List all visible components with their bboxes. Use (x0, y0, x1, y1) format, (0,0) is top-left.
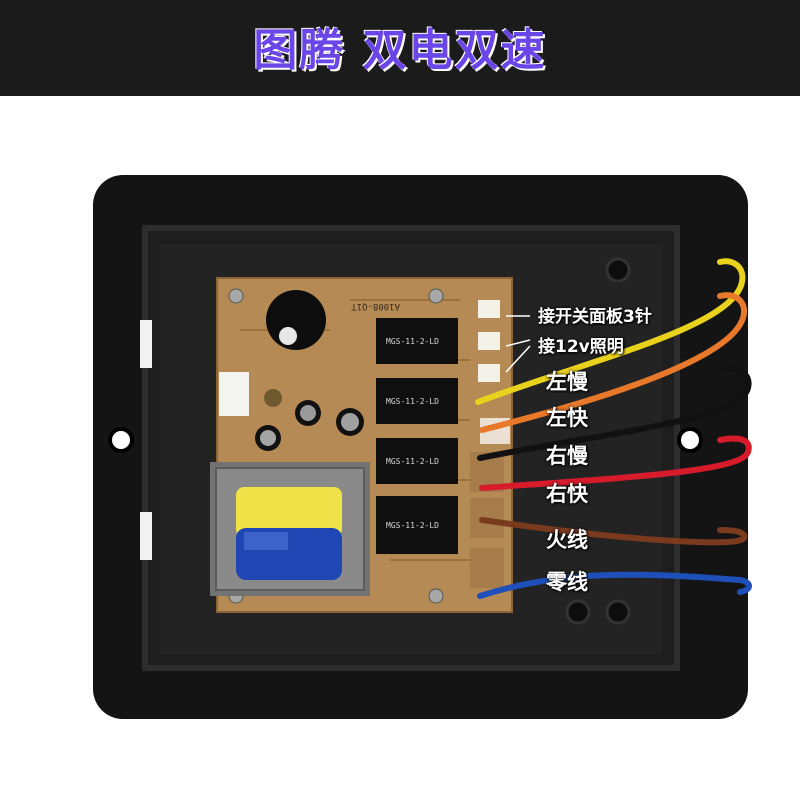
product-photo: A1008-Q1T MGS-11-2-LD MGS-11-2-LD MGS-11… (0, 96, 800, 800)
label-right-fast: 右快 (546, 482, 588, 506)
wire-black (477, 365, 752, 461)
label-right-slow: 右慢 (546, 444, 588, 468)
connector-block (478, 364, 500, 382)
mount-hole-left (108, 427, 134, 453)
control-box-illustration: A1008-Q1T MGS-11-2-LD MGS-11-2-LD MGS-11… (93, 175, 752, 719)
wire-brown (479, 517, 748, 546)
pcb-model-text: A1008-Q1T (351, 301, 400, 311)
relay-label: MGS-11-2-LD (386, 397, 439, 406)
relay-label: MGS-11-2-LD (386, 457, 439, 466)
capacitor (264, 389, 282, 407)
transformer (210, 462, 370, 596)
buzzer (266, 290, 326, 350)
label-live-wire: 火线 (546, 528, 588, 552)
label-left-fast: 左快 (546, 406, 588, 430)
relay-bank: MGS-11-2-LD MGS-11-2-LD MGS-11-2-LD MGS-… (376, 318, 458, 554)
connector-block (478, 332, 500, 350)
title-banner: 图腾 双电双速 (0, 0, 800, 96)
mount-hole-right (677, 427, 703, 453)
label-left-slow: 左慢 (546, 370, 588, 394)
connector-block (478, 300, 500, 318)
wire-harness (475, 258, 752, 599)
wire-yellow (475, 258, 746, 405)
wire-orange (479, 292, 748, 433)
banner-title: 图腾 双电双速 (253, 25, 547, 76)
relay-label: MGS-11-2-LD (386, 521, 439, 530)
wire-red (479, 435, 752, 491)
relay-label: MGS-11-2-LD (386, 337, 439, 346)
label-neutral-wire: 零线 (546, 570, 588, 594)
label-panel-3pin: 接开关面板3针 (538, 307, 652, 327)
label-light-12v: 接12v照明 (538, 337, 624, 357)
wire-blue (477, 571, 752, 599)
